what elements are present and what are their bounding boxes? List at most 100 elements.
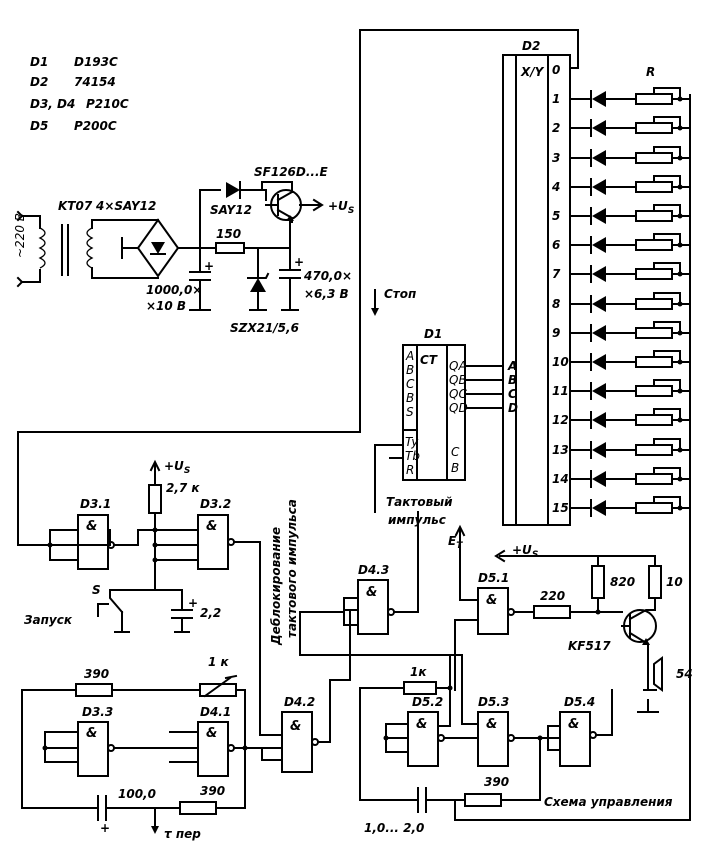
legend: D1 D193C D2 74154 D3, D4 P210C D5 P200C bbox=[30, 55, 129, 133]
r-label: R bbox=[646, 65, 655, 79]
gate-d43 bbox=[357, 579, 389, 635]
ctrl-label: Схема управления bbox=[544, 795, 673, 809]
led bbox=[592, 383, 606, 399]
start-supply: +US bbox=[164, 459, 190, 476]
d1-out-1: QA bbox=[449, 359, 467, 373]
transformer-label: KT07 bbox=[58, 199, 93, 213]
resistor-150 bbox=[215, 242, 245, 254]
d1-out-2: QB bbox=[449, 373, 467, 387]
output-transistor-label: KF517 bbox=[568, 639, 611, 653]
led bbox=[592, 325, 606, 341]
resistor bbox=[635, 473, 673, 485]
d2-out-12: 12 bbox=[552, 413, 569, 427]
out-r1 bbox=[533, 605, 571, 619]
led bbox=[592, 471, 606, 487]
gate-d31-name: D3.1 bbox=[80, 497, 111, 511]
osc-r3-label: 390 bbox=[200, 784, 225, 798]
cap2-label-b: ×6,3 B bbox=[304, 287, 349, 301]
d2-out-15: 15 bbox=[552, 501, 569, 515]
d2-out-2: 2 bbox=[552, 121, 560, 135]
resistor bbox=[635, 210, 673, 222]
osc-r1-label: 390 bbox=[84, 667, 109, 681]
led bbox=[592, 237, 606, 253]
start-section: D3.1 & D3.2 & +US 2,7 к + 2,2 S Запуск bbox=[24, 459, 283, 736]
out-r3 bbox=[648, 565, 662, 599]
start-label: Запуск bbox=[24, 613, 73, 627]
led bbox=[592, 296, 606, 312]
bridge-rectifier bbox=[136, 218, 180, 278]
d2-out-6: 6 bbox=[552, 238, 560, 252]
gate-d53-sym: & bbox=[486, 717, 497, 732]
gate-d52-sym: & bbox=[416, 717, 427, 732]
led bbox=[592, 150, 606, 166]
resistor bbox=[635, 385, 673, 397]
resistor bbox=[635, 152, 673, 164]
clock-label-2: импульс bbox=[388, 513, 446, 527]
d2-out-5: 5 bbox=[552, 209, 560, 223]
resistor bbox=[635, 268, 673, 280]
led bbox=[592, 208, 606, 224]
ctrl-r1 bbox=[403, 681, 437, 695]
led bbox=[592, 266, 606, 282]
d2-out-1: 1 bbox=[552, 92, 560, 106]
d2-in-b: B bbox=[508, 373, 517, 387]
output-section: ET D5.1 & 220 +US 820 10 KF517 54 bbox=[448, 524, 693, 713]
d1-in-3: C bbox=[406, 377, 415, 391]
out-r3-label: 10 bbox=[666, 575, 683, 589]
gate-d51-name: D5.1 bbox=[478, 571, 509, 585]
d1-name: D1 bbox=[424, 327, 442, 341]
d2-out-0: 0 bbox=[552, 63, 560, 77]
resistor bbox=[635, 239, 673, 251]
legend-name-2: D2 bbox=[30, 75, 48, 89]
zener-label: SZX21/5,6 bbox=[230, 321, 299, 335]
d1-low-3: R bbox=[406, 463, 414, 477]
cap2-label-a: 470,0× bbox=[303, 269, 352, 283]
stop-label: Стоп bbox=[384, 287, 416, 301]
legend-part-3: P210C bbox=[86, 97, 129, 111]
osc-out-label: τ пер bbox=[164, 827, 201, 841]
cap1-label-b: ×10 B bbox=[146, 299, 186, 313]
ctrl-r1-label: 1к bbox=[410, 665, 427, 679]
d2-out-14: 14 bbox=[552, 472, 569, 486]
gate-d32-name: D3.2 bbox=[200, 497, 231, 511]
d2-out-3: 3 bbox=[552, 151, 560, 165]
d2-out-7: 7 bbox=[552, 267, 561, 281]
gate-d31-sym: & bbox=[86, 519, 97, 534]
d2-in-a: A bbox=[507, 359, 517, 373]
osc-r2-label: 1 к bbox=[208, 655, 230, 669]
cap1-plus: + bbox=[204, 259, 214, 273]
gate-d54-name: D5.4 bbox=[564, 695, 595, 709]
out-r2 bbox=[591, 565, 605, 599]
resistor bbox=[635, 93, 673, 105]
oscillator: 390 1 к D3.3 & D4.1 & 390 + 100,0 τ пер bbox=[21, 655, 283, 841]
speaker-label: 54 bbox=[676, 667, 693, 681]
counter-d1: D1 CT A B C B S Ty Tb R QA QB QC QD C B bbox=[402, 327, 504, 481]
resistor bbox=[635, 298, 673, 310]
d2-out-10: 10 bbox=[552, 355, 569, 369]
gate-d41-sym: & bbox=[206, 726, 217, 741]
control-section: 1к D5.2 & D5.3 & D5.4 & 1,0... 2,0 390 С… bbox=[359, 654, 673, 835]
led bbox=[592, 442, 606, 458]
gate-d41 bbox=[197, 721, 229, 777]
transformer-primary bbox=[38, 227, 46, 269]
resistor bbox=[635, 414, 673, 426]
resistor bbox=[635, 122, 673, 134]
led-row-1 bbox=[569, 87, 691, 108]
resistor-150-label: 150 bbox=[216, 227, 241, 241]
d2-in-c: C bbox=[508, 387, 517, 401]
led-row-2 bbox=[569, 116, 691, 137]
d2-out-11: 11 bbox=[552, 384, 569, 398]
led-row-14 bbox=[569, 467, 691, 488]
switch-label: S bbox=[92, 583, 101, 597]
ctrl-cap-label: 1,0... 2,0 bbox=[364, 821, 424, 835]
transformer-secondary bbox=[86, 227, 94, 269]
led bbox=[592, 91, 606, 107]
led-row-12 bbox=[569, 408, 691, 429]
legend-part-2: 74154 bbox=[74, 75, 116, 89]
unblock-label-1: Деблокирование bbox=[269, 527, 283, 646]
legend-part-1: D193C bbox=[74, 55, 118, 69]
d1-in-2: B bbox=[406, 363, 414, 377]
d2-out-9: 9 bbox=[552, 326, 560, 340]
d2-in-d: D bbox=[508, 401, 518, 415]
